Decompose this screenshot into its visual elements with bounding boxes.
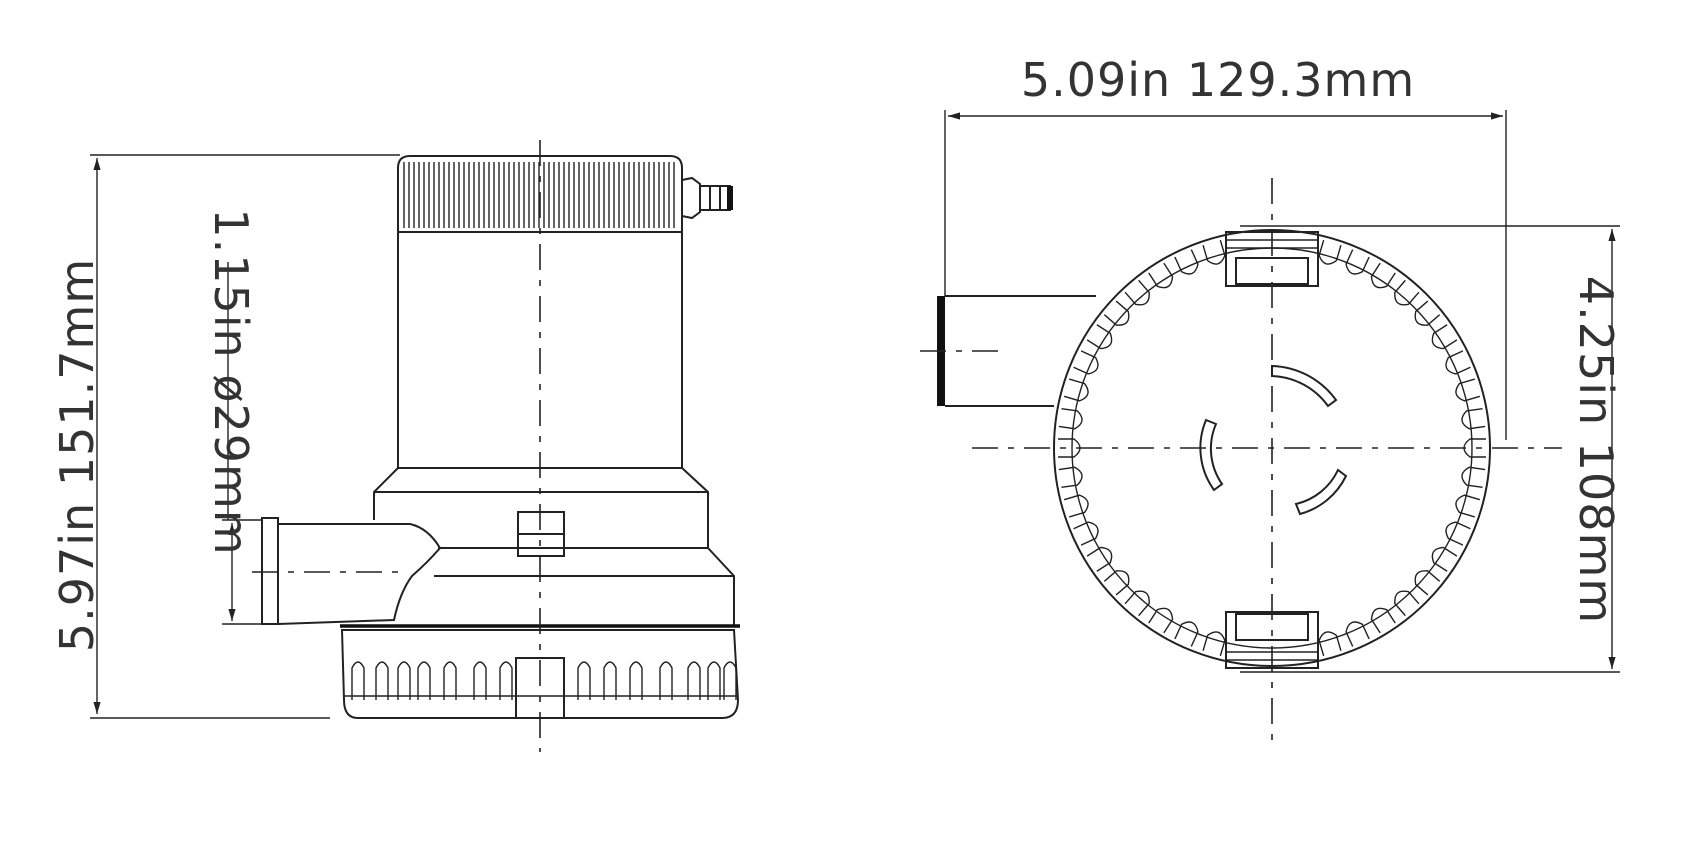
- strainer-lug: [1370, 262, 1396, 289]
- strainer-lug: [1370, 607, 1396, 634]
- strainer-lug: [1461, 407, 1486, 430]
- strainer-lug: [1202, 631, 1226, 657]
- strainer-lug: [1103, 570, 1130, 596]
- strainer-lug: [1063, 378, 1089, 402]
- inlet-arcs: [1199, 364, 1348, 516]
- cap-outline: [397, 155, 683, 233]
- width-dimension: 5.09in 129.3mm: [944, 53, 1507, 440]
- strainer-slot: [687, 661, 701, 700]
- strainer-lug: [1445, 521, 1471, 546]
- strainer-slot: [375, 661, 389, 700]
- strainer-lug: [1461, 466, 1486, 489]
- strainer-lug: [1445, 350, 1471, 375]
- strainer-lug: [1455, 494, 1481, 518]
- top-view: 5.09in 129.3mm 4.25in 108mm: [920, 53, 1623, 748]
- strainer-lug: [1174, 249, 1199, 275]
- height-label: 5.97in 151.7mm: [50, 258, 104, 652]
- strainer-slot: [577, 661, 591, 700]
- strainer-slot: [499, 661, 513, 700]
- barb-neck: [681, 176, 701, 220]
- top-outlet-stub: [920, 295, 1096, 407]
- strainer-slot: [473, 661, 487, 700]
- strainer-lug: [1431, 546, 1458, 572]
- inlet-arc-2: [1199, 418, 1224, 492]
- strainer-lug: [1058, 466, 1083, 489]
- strainer-lug: [1318, 631, 1342, 657]
- hose-barb: [699, 185, 731, 211]
- inlet-arc-3: [1294, 468, 1348, 516]
- outlet-label: 1.15in ø29mm: [204, 208, 258, 555]
- strainer-lug: [1463, 438, 1486, 458]
- strainer-lug: [1063, 494, 1089, 518]
- strainer-lug: [1202, 239, 1226, 265]
- strainer-lug: [1414, 570, 1441, 596]
- strainer-lug: [1148, 262, 1174, 289]
- strainer-slot: [723, 661, 737, 700]
- strainer-lug: [1148, 607, 1174, 634]
- strainer-lug: [1124, 590, 1150, 617]
- strainer-lug: [1086, 324, 1113, 350]
- strainer-slot: [417, 661, 431, 700]
- depth-dimension: 4.25in 108mm: [1240, 225, 1623, 673]
- strainer-slot: [443, 661, 457, 700]
- strainer-slot: [351, 661, 365, 700]
- strainer-lug: [1394, 279, 1420, 306]
- strainer-lug: [1073, 350, 1099, 375]
- outlet-pipe: [252, 517, 442, 625]
- strainer-lug: [1394, 590, 1420, 617]
- strainer-slot: [603, 661, 617, 700]
- strainer-lug: [1086, 546, 1113, 572]
- strainer-lug: [1345, 249, 1370, 275]
- strainer-lug: [1058, 407, 1083, 430]
- strainer-lug: [1345, 621, 1370, 647]
- cap-knurling: [403, 162, 675, 228]
- strainer-slot: [629, 661, 643, 700]
- inlet-arc-1: [1271, 364, 1338, 408]
- strainer-outline: [340, 629, 740, 719]
- side-view: 5.97in 151.7mm 1.15in ø29mm: [50, 140, 740, 752]
- strainer-lug: [1174, 621, 1199, 647]
- strainer-lugs: [1058, 239, 1486, 657]
- height-dimension: 5.97in 151.7mm: [50, 154, 400, 719]
- outlet-dimension: 1.15in ø29mm: [204, 208, 262, 625]
- knurled-cap: [397, 155, 733, 233]
- strainer-lug: [1318, 239, 1342, 265]
- strainer-slot: [397, 661, 411, 700]
- strainer-lug: [1414, 300, 1441, 326]
- top-outlet-tube: [945, 295, 1096, 407]
- strainer-lug: [1073, 521, 1099, 546]
- strainer-lug: [1455, 378, 1481, 402]
- strainer-lug: [1103, 300, 1130, 326]
- strainer-slots: [351, 661, 737, 700]
- width-label: 5.09in 129.3mm: [1021, 53, 1415, 107]
- strainer-slot: [707, 661, 721, 700]
- strainer-lug: [1431, 324, 1458, 350]
- outlet-flange: [261, 517, 279, 625]
- strainer-slot: [659, 661, 673, 700]
- strainer-lug: [1124, 279, 1150, 306]
- depth-label: 4.25in 108mm: [1569, 276, 1623, 624]
- outlet-tube: [277, 523, 442, 625]
